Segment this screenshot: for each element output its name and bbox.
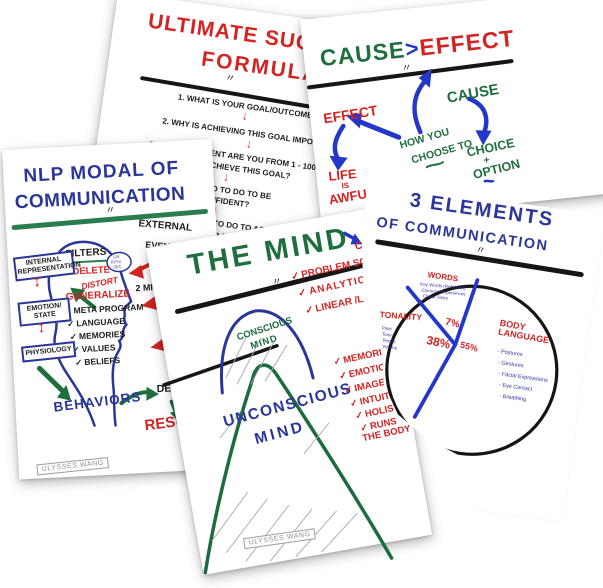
ditto-mark: 〃 bbox=[271, 275, 283, 289]
updown-arrow-icon: ↕ bbox=[36, 318, 46, 337]
ditto-mark: 〃 bbox=[224, 72, 236, 86]
page-cause-effect: 〃 CAUSE>EFFECT EFFECT LIFE IS AWFUL HOW … bbox=[300, 0, 603, 224]
nlp-ink-lines bbox=[11, 208, 208, 427]
pie-ink-lines bbox=[325, 182, 603, 522]
ditto-mark: 〃 bbox=[401, 62, 413, 75]
ditto-mark: 〃 bbox=[474, 244, 487, 257]
page-nlp-model: 〃 NLP MODAL OF COMMUNICATION EXTERNAL EV… bbox=[2, 139, 229, 480]
page-ultimate-success-formula: 〃 ULTIMATE SUCCESS FORMULA 1. WHAT IS YO… bbox=[80, 0, 384, 299]
usf-ink-lines bbox=[140, 76, 318, 110]
nlp-bits-line3: SEC bbox=[113, 263, 122, 270]
page-three-elements: 〃 3 ELEMENTS OF COMMUNICATION WORDS Key … bbox=[325, 182, 603, 522]
cause-effect-ink-lines bbox=[307, 59, 514, 183]
updown-arrow-icon: ↕ bbox=[32, 273, 42, 291]
